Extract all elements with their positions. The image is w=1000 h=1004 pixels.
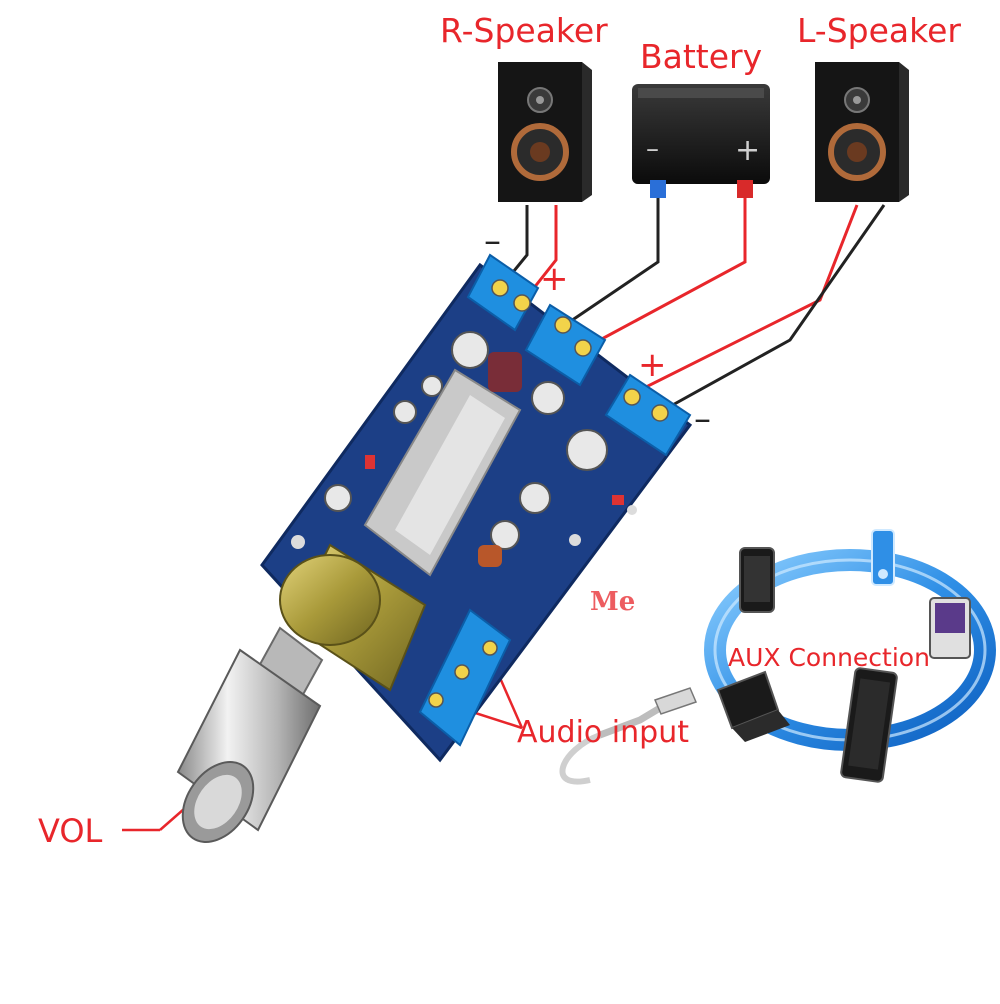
terminal-block-l-speaker [604,373,692,457]
capacitors [324,331,608,567]
r-speaker-plus-mark: + [540,259,569,299]
battery-negative-mark: – [646,134,659,164]
audio-cable [559,687,698,785]
smartphone-icon [739,547,775,613]
r-speaker-minus-mark: – [484,221,501,261]
wire-l-speaker-positive [629,204,859,397]
vol-label: VOL [38,812,103,850]
wire-battery-positive [584,195,747,350]
amplifier-board: Me [260,253,693,763]
audio-input-label: Audio input [517,715,689,750]
battery-label: Battery [640,37,763,76]
aux-connection-label: AUX Connection [728,643,930,672]
volume-potentiometer[interactable] [168,543,427,855]
l-speaker-minus-mark: – [694,399,711,439]
terminal-block-battery [524,303,607,387]
l-speaker-label: L-Speaker [797,11,961,50]
laptop-icon [716,670,790,742]
terminal-block-audio-input [418,608,512,747]
r-speaker-label: R-Speaker [440,11,608,50]
battery-positive-mark: + [735,133,760,168]
media-player-icon [871,529,895,586]
tablet-icon [840,667,898,783]
l-speaker [815,62,909,202]
wire-l-speaker-negative [659,204,886,414]
watermark: Me [590,587,635,617]
r-speaker [498,62,592,202]
music-player-icon [929,597,971,659]
battery: – + [632,84,770,198]
terminal-block-r-speaker [466,253,540,332]
aux-connection-group [704,529,996,783]
wire-battery-negative [564,195,660,327]
l-speaker-plus-mark: + [638,345,667,385]
audio-jack [653,687,698,715]
